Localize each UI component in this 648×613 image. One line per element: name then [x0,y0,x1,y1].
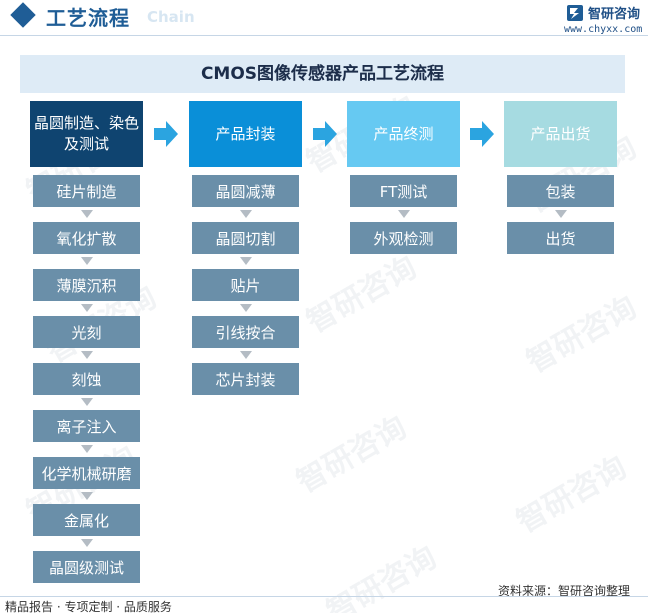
watermark: 智研咨询 [291,409,413,501]
down-arrow-icon [239,304,252,312]
brand-name: 智研咨询 [588,7,641,22]
down-arrow-icon [554,210,567,218]
process-step: 氧化扩散 [33,222,140,254]
stage-header: 晶圆制造、染色及测试 [30,101,143,167]
process-step: 光刻 [33,316,140,348]
stage-header: 产品终测 [347,101,460,167]
process-step: FT测试 [350,175,457,207]
down-arrow-icon [80,304,93,312]
process-step: 金属化 [33,504,140,536]
stage-header: 产品出货 [504,101,617,167]
process-step: 贴片 [192,269,299,301]
down-arrow-icon [239,210,252,218]
down-arrow-icon [80,351,93,359]
right-arrow-icon [154,121,178,147]
down-arrow-icon [80,398,93,406]
process-step: 化学机械研磨 [33,457,140,489]
process-step: 芯片封装 [192,363,299,395]
stage-header: 产品封装 [189,101,302,167]
down-arrow-icon [239,257,252,265]
watermark: 智研咨询 [321,539,443,613]
header-diamond-icon [10,2,36,28]
down-arrow-icon [80,210,93,218]
right-arrow-icon [470,121,494,147]
process-step: 出货 [507,222,614,254]
page-subtitle: Chain [147,8,195,26]
watermark: 智研咨询 [301,249,423,341]
down-arrow-icon [397,210,410,218]
watermark: 智研咨询 [521,289,643,381]
footer-divider [0,596,648,597]
footer-tagline: 精品报告 · 专项定制 · 品质服务 [5,600,172,613]
source-note: 资料来源：智研咨询整理 [498,584,631,598]
down-arrow-icon [239,351,252,359]
down-arrow-icon [80,257,93,265]
header-divider [0,35,648,36]
page-title: 工艺流程 [46,6,130,30]
process-step: 晶圆级测试 [33,551,140,583]
process-step: 薄膜沉积 [33,269,140,301]
brand-logo-icon [567,5,583,21]
down-arrow-icon [80,445,93,453]
process-step: 包装 [507,175,614,207]
right-arrow-icon [313,121,337,147]
process-step: 刻蚀 [33,363,140,395]
process-step: 离子注入 [33,410,140,442]
process-step: 外观检测 [350,222,457,254]
process-step: 晶圆切割 [192,222,299,254]
down-arrow-icon [80,492,93,500]
process-step: 晶圆减薄 [192,175,299,207]
process-step: 硅片制造 [33,175,140,207]
brand-url: www.chyxx.com [564,24,643,35]
down-arrow-icon [80,539,93,547]
diagram-title: CMOS图像传感器产品工艺流程 [20,55,625,93]
process-step: 引线按合 [192,316,299,348]
watermark: 智研咨询 [511,449,633,541]
